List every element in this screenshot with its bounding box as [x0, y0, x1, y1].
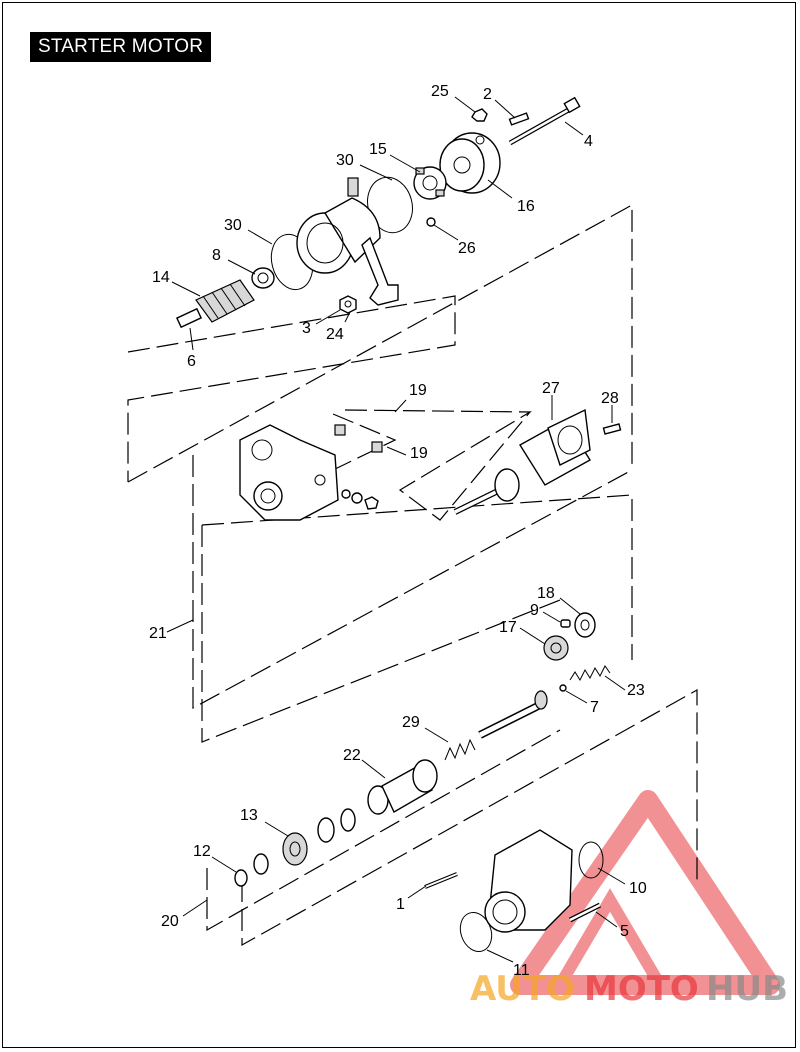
- callout-18: 18: [537, 585, 555, 602]
- watermark-hub: HUB: [706, 969, 788, 1009]
- callout-9: 9: [530, 602, 539, 619]
- part-nut-24: [339, 295, 357, 314]
- watermark-logo: [510, 790, 780, 995]
- callout-12: 12: [193, 843, 211, 860]
- callout-6: 6: [187, 353, 196, 370]
- callout-5: 5: [620, 923, 629, 940]
- callout-10: 10: [629, 880, 647, 897]
- page-title: STARTER MOTOR: [30, 32, 212, 62]
- callout-11: 11: [513, 962, 530, 979]
- callout-labels: 25 2 4 30 15 16 26 30 8 14 3 24 6 19 27 …: [149, 83, 647, 979]
- part-o-ring-10: [578, 841, 604, 879]
- assembly-outline-pinion: [206, 688, 698, 947]
- part-field-frame: [296, 177, 399, 306]
- callout-8: 8: [212, 247, 221, 264]
- callout-7: 7: [590, 699, 599, 716]
- part-idler-gear-17: [543, 635, 569, 661]
- part-ball-7: [559, 684, 567, 692]
- assembly-outline-housing: [192, 455, 633, 743]
- callout-25: 25: [431, 83, 449, 100]
- callout-14: 14: [152, 269, 170, 286]
- part-pinion-13: [282, 832, 308, 866]
- callout-17: 17: [499, 619, 517, 636]
- leader-lines: [166, 96, 626, 963]
- part-end-cap-16: [439, 132, 501, 194]
- part-brush-holder-15: [413, 166, 447, 200]
- callout-29: 29: [402, 714, 420, 731]
- callout-1: 1: [396, 896, 405, 913]
- part-contacts-19: [334, 424, 383, 510]
- callout-26: 26: [458, 240, 476, 257]
- part-washers: [234, 808, 356, 887]
- callout-4: 4: [584, 133, 593, 150]
- part-screw-2: [508, 112, 530, 126]
- part-shaft: [478, 690, 548, 739]
- part-screw-28: [602, 423, 622, 435]
- callout-20: 20: [161, 913, 179, 930]
- callout-13: 13: [240, 807, 258, 824]
- watermark-auto: AUTO: [470, 969, 575, 1009]
- callout-19: 19: [410, 445, 428, 462]
- callout-22: 22: [343, 747, 361, 764]
- part-bolt-1: [424, 872, 458, 889]
- callout-21: 21: [149, 625, 167, 642]
- part-cover-27: [519, 408, 591, 486]
- callout-30: 30: [336, 152, 354, 169]
- part-clip-26: [426, 217, 436, 227]
- watermark-moto: MOTO: [584, 969, 699, 1009]
- callout-19: 19: [409, 382, 427, 399]
- callout-3: 3: [302, 320, 311, 337]
- part-through-bolt-4: [508, 96, 581, 146]
- part-nut-25: [471, 108, 488, 122]
- callout-2: 2: [483, 86, 492, 103]
- part-pin-9: [560, 619, 571, 628]
- part-armature-14: [175, 279, 255, 329]
- part-mounting-housing: [484, 829, 573, 933]
- callout-24: 24: [326, 326, 344, 343]
- assembly-outline-seals: [332, 409, 533, 521]
- part-bolt-5: [568, 902, 602, 923]
- assembly-outline-armature: [127, 203, 633, 483]
- part-spring-23: [569, 665, 611, 682]
- callout-27: 27: [542, 380, 560, 397]
- callout-30: 30: [224, 217, 242, 234]
- part-retainer-18: [574, 612, 596, 638]
- callout-15: 15: [369, 141, 387, 158]
- part-bearing-8: [251, 267, 275, 289]
- callout-28: 28: [601, 390, 619, 407]
- part-clutch-22: [367, 759, 438, 815]
- part-o-ring-11: [459, 912, 493, 952]
- watermark-text: AUTO MOTO HUB: [470, 969, 788, 1009]
- part-spring-29: [444, 738, 476, 761]
- callout-23: 23: [627, 682, 645, 699]
- part-plunger: [453, 468, 520, 515]
- part-drive-housing-21: [239, 424, 339, 521]
- callout-16: 16: [517, 198, 535, 215]
